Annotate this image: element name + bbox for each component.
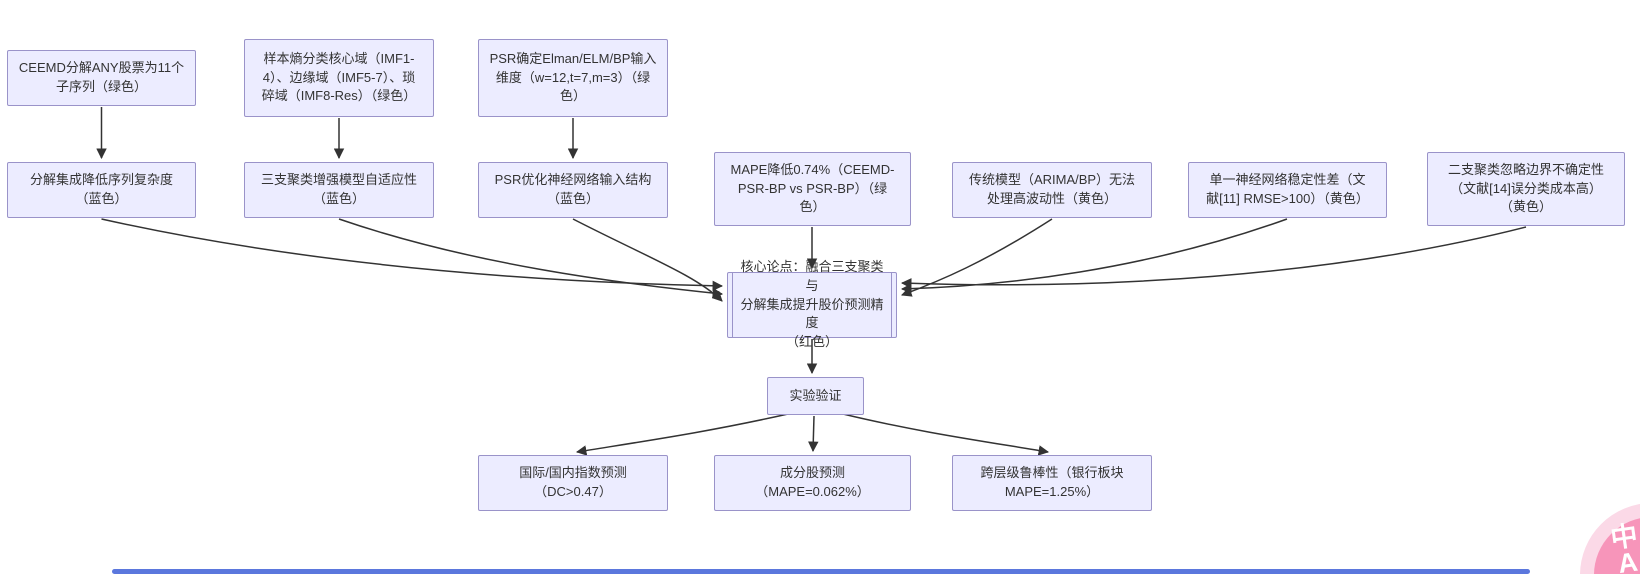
node-decomposition-reduces-complexity: 分解集成降低序列复杂度 （蓝色） [7,162,196,218]
translate-badge-label: 中A [1608,520,1640,574]
edge-mid2-core [338,218,724,299]
edge-mid7-core [900,226,1527,289]
horizontal-scrollbar[interactable] [112,569,1530,574]
edge-exp-out2 [808,415,819,453]
edge-exp-out1 [575,413,789,456]
edge-mid3-core [572,218,723,302]
node-single-nn-instability: 单一神经网络稳定性差（文 献[11] RMSE>100）（黄色） [1188,162,1387,218]
node-sample-entropy-domains: 样本熵分类核心域（IMF1- 4）、边缘域（IMF5-7）、琐 碎域（IMF8-… [244,39,434,117]
edge-mid1-core [101,218,724,292]
node-mape-reduction: MAPE降低0.74%（CEEMD- PSR-BP vs PSR-BP）（绿 色… [714,152,911,226]
node-constituent-stock-result: 成分股预测 （MAPE=0.062%） [714,455,911,511]
node-index-prediction-result: 国际/国内指数预测 （DC>0.47） [478,455,668,511]
node-traditional-model-limitation: 传统模型（ARIMA/BP）无法 处理高波动性（黄色） [952,162,1152,218]
node-psr-input-dimension: PSR确定Elman/ELM/BP输入 维度（w=12,t=7,m=3）（绿 色… [478,39,668,117]
node-cross-level-robustness-result: 跨层级鲁棒性（银行板块 MAPE=1.25%） [952,455,1152,511]
node-core-thesis: 核心论点：融合三支聚类与 分解集成提升股价预测精度 （红色） [727,259,897,349]
edge-exp-out3 [842,413,1050,456]
node-three-way-clustering-adaptivity: 三支聚类增强模型自适应性 （蓝色） [244,162,434,218]
edge-mid5-core [901,218,1053,297]
node-experiment-validation: 实验验证 [767,377,864,415]
node-ceemd-decompose: CEEMD分解ANY股票为11个 子序列（绿色） [7,50,196,106]
node-psr-optimizes-input-structure: PSR优化神经网络输入结构 （蓝色） [478,162,668,218]
node-two-way-clustering-limitation: 二支聚类忽略边界不确定性 （文献[14]误分类成本高） （黄色） [1427,152,1625,226]
edge-mid6-core [900,218,1288,294]
